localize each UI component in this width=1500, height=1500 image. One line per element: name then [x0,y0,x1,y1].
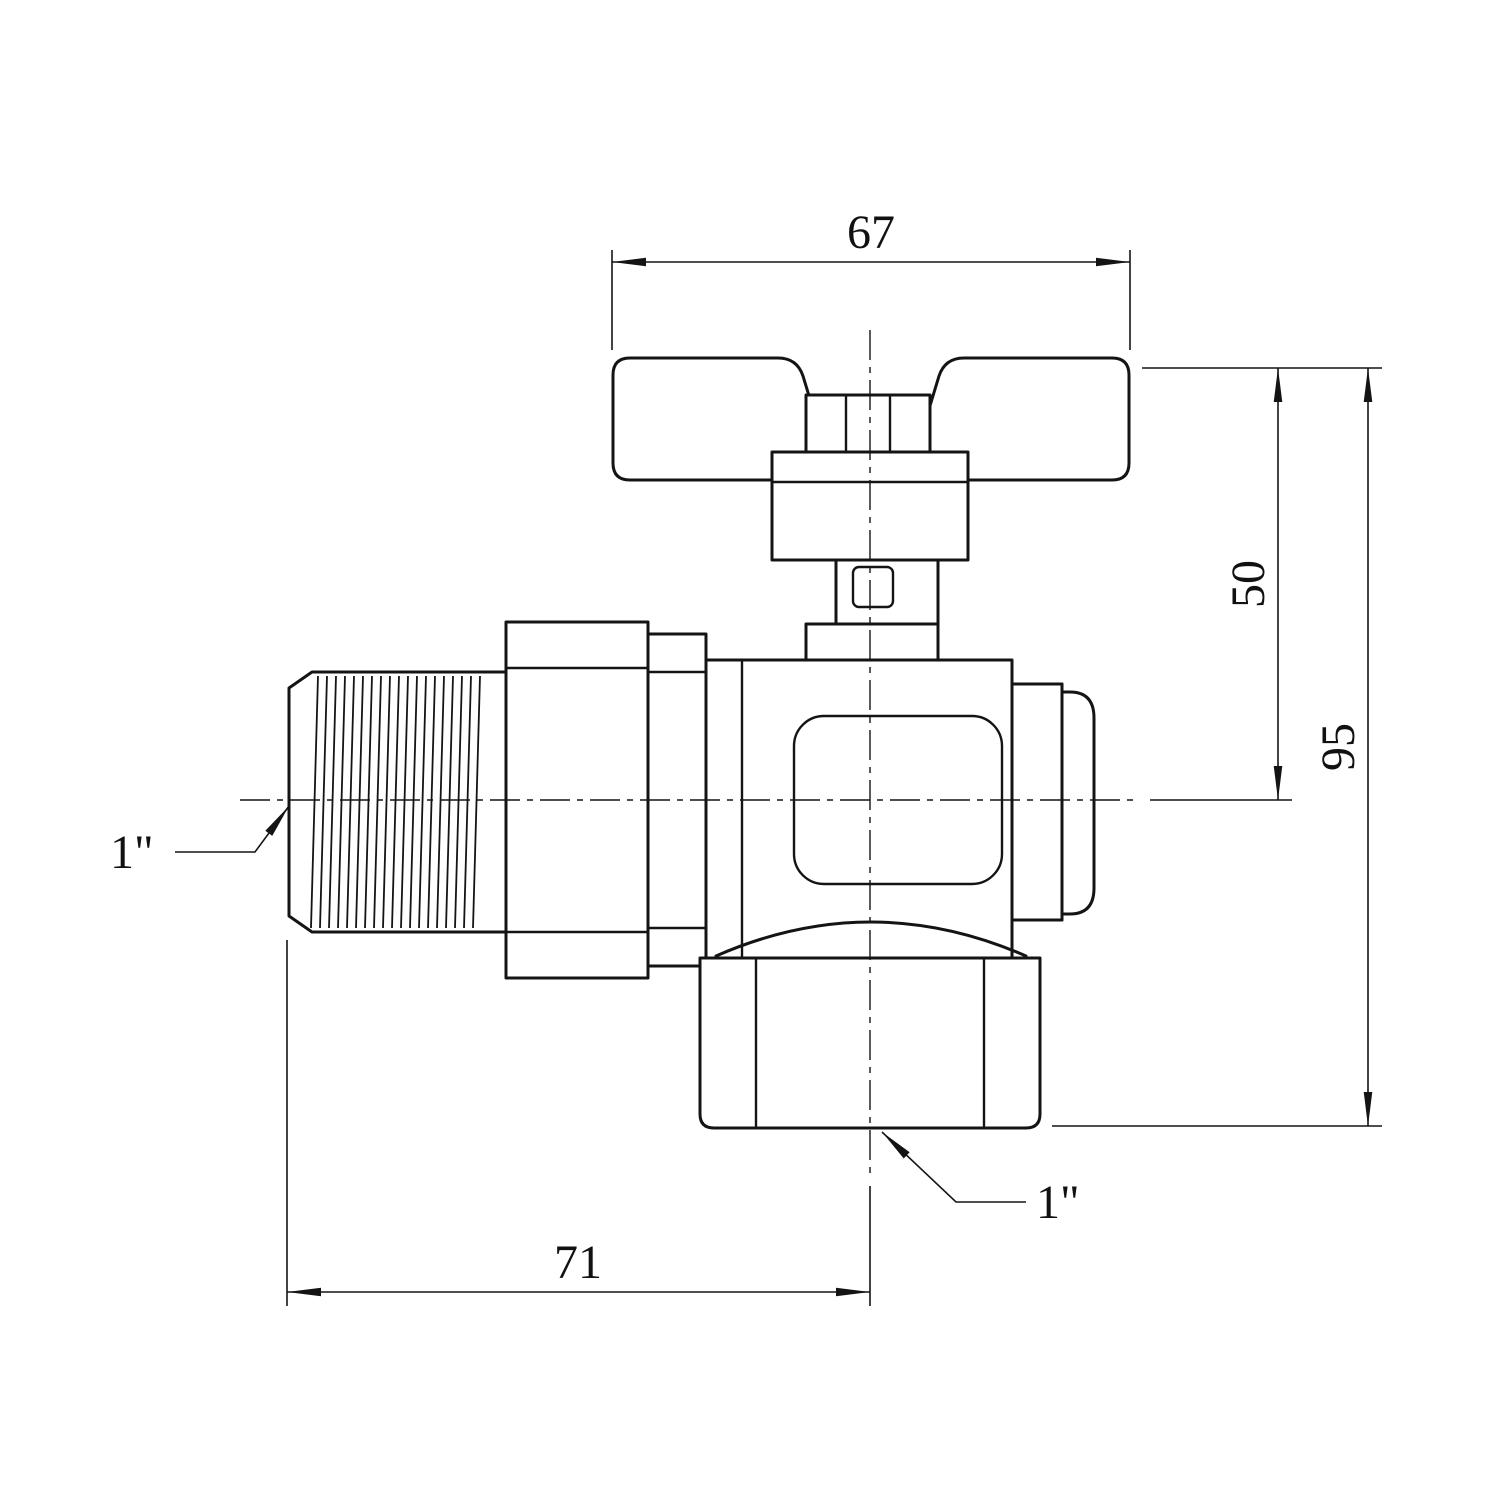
dimension-top-width: 67 [611,206,1131,350]
dimension-handle-height: 50 [1142,367,1382,801]
thread-hatching [310,675,481,929]
handle-left-wing [611,356,828,482]
angle-ball-valve [287,356,1131,1130]
stem-neck [834,558,940,626]
centerlines [240,330,1140,1180]
stem-flange [804,622,940,662]
handle-right-wing [914,356,1131,482]
callout-left-thread-label: 1" [110,826,154,879]
valve-body [704,658,1014,960]
dimension-overall-height: 95 [1052,368,1382,1127]
body-sphere-arc [714,920,1028,958]
callout-left-thread: 1" [110,805,290,879]
dimension-overall-height-label: 95 [1312,723,1365,771]
callout-bottom-thread: 1" [881,1131,1080,1229]
stem-square [851,565,895,609]
dimension-bottom-length-label: 71 [554,1236,602,1289]
dimension-bottom-length: 71 [286,940,871,1306]
outlet-cap [1060,690,1096,916]
callout-bottom-thread-label: 1" [1036,1176,1080,1229]
dimension-top-width-label: 67 [847,206,895,259]
handle-hex-nut [804,393,932,454]
dimension-handle-height-label: 50 [1222,560,1275,608]
leader-line [175,805,290,853]
leader-line [881,1131,1026,1203]
